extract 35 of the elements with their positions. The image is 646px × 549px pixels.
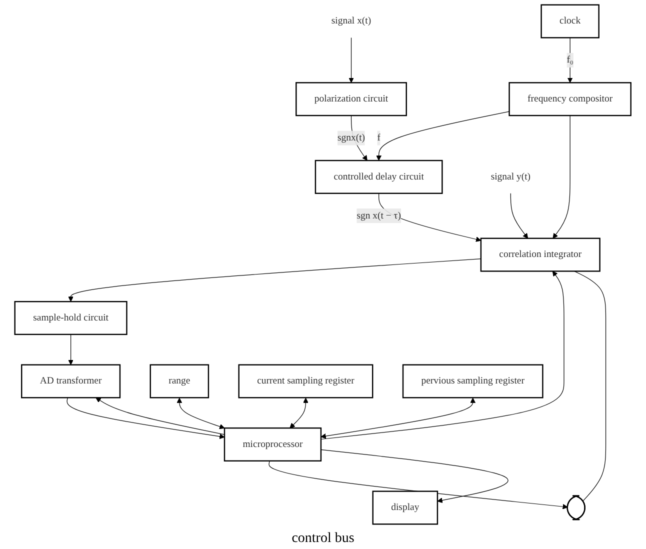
- edge-label: sgn x(t − τ): [356, 210, 402, 221]
- node-text: signal y(t): [490, 171, 531, 182]
- node-box: controlled delay circuit: [315, 160, 443, 194]
- bus-label: control bus: [292, 531, 354, 547]
- arrow: [348, 37, 354, 83]
- connector: [574, 270, 606, 502]
- node-box: range: [150, 364, 210, 398]
- arrow: [376, 111, 510, 161]
- arrow: [320, 449, 508, 503]
- edge-label: sgnx(t): [338, 132, 366, 143]
- node-box: current sampling register: [238, 364, 374, 398]
- node-box: AD transformer: [21, 364, 121, 398]
- node-box: microprocessor: [224, 427, 322, 462]
- node-box: pervious sampling register: [402, 364, 544, 398]
- arrow: [552, 115, 570, 239]
- edge-label: f₀: [566, 54, 574, 66]
- node-box: correlation integrator: [480, 238, 601, 272]
- arrow: [176, 398, 225, 430]
- arrow: [510, 193, 528, 239]
- node-box: display: [372, 490, 438, 525]
- node-box: clock: [540, 4, 600, 38]
- arrow: [320, 270, 564, 440]
- node-box: frequency compositor: [508, 82, 632, 116]
- arrow: [96, 397, 225, 435]
- arrow: [68, 258, 482, 302]
- arrow: [66, 397, 225, 440]
- arrow: [320, 398, 476, 439]
- edge-label: f: [377, 132, 381, 143]
- node-box: polarization circuit: [296, 82, 408, 116]
- arrow: [268, 460, 568, 510]
- arrow: [290, 398, 309, 428]
- arrow: [568, 37, 573, 83]
- node-text: signal x(t): [332, 16, 372, 26]
- arrow: [68, 334, 74, 366]
- node-box: sample-hold circuit: [14, 300, 128, 336]
